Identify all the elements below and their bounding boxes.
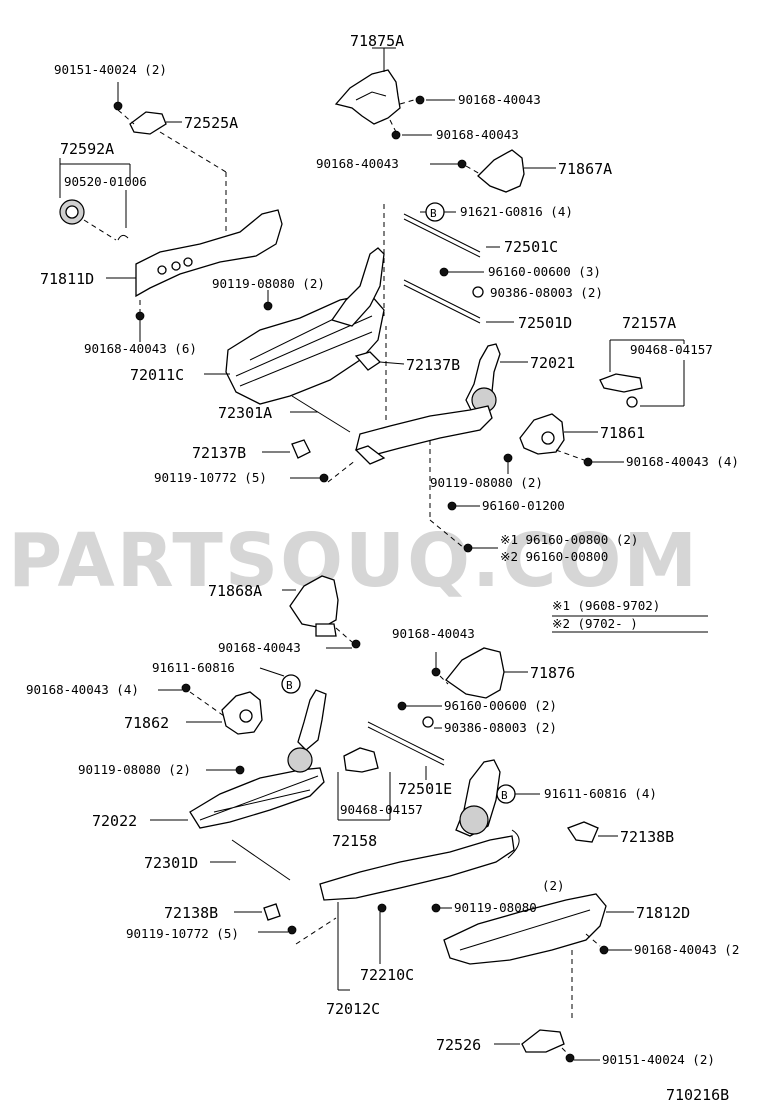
label-72137B-a: 72137B xyxy=(406,356,460,374)
label-90119-08080-2c: 90119-08080 (2) xyxy=(78,762,191,777)
label-96160-00600-2: 96160-00600 (2) xyxy=(444,698,557,713)
label-90168-40043-e: 90168-40043 xyxy=(392,626,475,641)
label-90468-04157-a: 90468-04157 xyxy=(630,342,713,357)
watermark: PARTSOUQ.COM xyxy=(8,518,699,604)
recliner-72022 xyxy=(297,689,327,751)
note-1: ※1 (9608-9702) xyxy=(552,598,660,613)
label-91611-60816-4: 91611-60816 (4) xyxy=(544,786,657,801)
track-72022 xyxy=(189,767,325,829)
label-90168-40043-4a: 90168-40043 (4) xyxy=(626,454,739,469)
bolt xyxy=(113,101,123,111)
label-B-c: B xyxy=(501,789,508,802)
label-90468-04157-b: 90468-04157 xyxy=(340,802,423,817)
bracket-72526 xyxy=(521,1029,565,1053)
label-71867A: 71867A xyxy=(558,160,612,178)
label-90119-08080-2a: 90119-08080 (2) xyxy=(212,276,325,291)
label-72012C: 72012C xyxy=(326,1000,380,1018)
track-72012C xyxy=(319,835,515,901)
label-90386-08003-2a: 90386-08003 (2) xyxy=(490,285,603,300)
label-72501D: 72501D xyxy=(518,314,572,332)
label-90386-08003-2b: 90386-08003 (2) xyxy=(444,720,557,735)
label-72011C: 72011C xyxy=(130,366,184,384)
label-72525A: 72525A xyxy=(184,114,238,132)
bracket-72525A xyxy=(129,111,167,135)
label-96160-00800-1: ※1 96160-00800 (2) xyxy=(500,532,638,547)
label-96160-00800-2: ※2 96160-00800 xyxy=(500,549,608,564)
label-71875A: 71875A xyxy=(350,32,404,50)
label-72301A: 72301A xyxy=(218,404,272,422)
panel-71811D xyxy=(135,209,283,298)
label-72501C: 72501C xyxy=(504,238,558,256)
clip-72137B xyxy=(354,351,382,371)
note-2: ※2 (9702- ) xyxy=(552,616,638,631)
label-71876: 71876 xyxy=(530,664,575,682)
label-72157A: 72157A xyxy=(622,314,676,332)
cover-71812D xyxy=(443,893,607,965)
label-71861: 71861 xyxy=(600,424,645,442)
cover-71867A xyxy=(477,149,525,193)
label-72501E: 72501E xyxy=(398,780,452,798)
label-90168-40043-2: 90168-40043 (2 xyxy=(634,942,739,957)
label-90151-40024-bot: 90151-40024 (2) xyxy=(602,1052,715,1067)
label-72210C: 72210C xyxy=(360,966,414,984)
label-72301D: 72301D xyxy=(144,854,198,872)
label-90168-40043-a: 90168-40043 xyxy=(458,92,541,107)
label-72137B-b: 72137B xyxy=(192,444,246,462)
label-72021: 72021 xyxy=(530,354,575,372)
cover-71861 xyxy=(519,413,565,455)
label-91611-60816-a: 91611-60816 xyxy=(152,660,235,675)
label-72158: 72158 xyxy=(332,832,377,850)
label-72022: 72022 xyxy=(92,812,137,830)
label-71811D: 71811D xyxy=(40,270,94,288)
clip-72138B xyxy=(263,903,281,921)
cover-71876 xyxy=(445,647,505,699)
label-90168-40043-b: 90168-40043 xyxy=(436,127,519,142)
bracket-72157A xyxy=(599,373,643,393)
label-72138B-b: 72138B xyxy=(164,904,218,922)
label-2: (2) xyxy=(542,878,565,893)
label-90168-40043-d: 90168-40043 xyxy=(218,640,301,655)
clip-72138B xyxy=(567,821,599,843)
marker-B xyxy=(281,674,301,694)
label-90168-40043-4b: 90168-40043 (4) xyxy=(26,682,139,697)
label-91621-G0816: 91621-G0816 (4) xyxy=(460,204,573,219)
label-90119-08080-d: 90119-08080 xyxy=(454,900,537,915)
label-71812D: 71812D xyxy=(636,904,690,922)
track-lower xyxy=(355,405,493,457)
label-96160-00600-3: 96160-00600 (3) xyxy=(488,264,601,279)
cover-71875A xyxy=(334,69,401,125)
cover-71868A xyxy=(289,575,339,629)
bolt xyxy=(391,130,401,140)
label-90151-40024-top: 90151-40024 (2) xyxy=(54,62,167,77)
label-B-a: B xyxy=(430,207,437,220)
label-90168-40043-c: 90168-40043 xyxy=(316,156,399,171)
diagram-code: 710216B xyxy=(666,1086,729,1104)
clip-72137B xyxy=(291,439,311,459)
label-71862: 71862 xyxy=(124,714,169,732)
label-72592A: 72592A xyxy=(60,140,114,158)
label-72138B-a: 72138B xyxy=(620,828,674,846)
label-90119-10772-5b: 90119-10772 (5) xyxy=(126,926,239,941)
arm xyxy=(330,247,385,327)
label-90119-08080-2b: 90119-08080 (2) xyxy=(430,475,543,490)
label-90168-40043-6: 90168-40043 (6) xyxy=(84,341,197,356)
label-71868A: 71868A xyxy=(208,582,262,600)
label-B-b: B xyxy=(286,679,293,692)
label-72526: 72526 xyxy=(436,1036,481,1054)
bracket-72158 xyxy=(343,747,379,773)
label-90520-01006: 90520-01006 xyxy=(64,174,147,189)
label-90119-10772-5a: 90119-10772 (5) xyxy=(154,470,267,485)
label-96160-01200: 96160-01200 xyxy=(482,498,565,513)
bolt xyxy=(415,95,425,105)
